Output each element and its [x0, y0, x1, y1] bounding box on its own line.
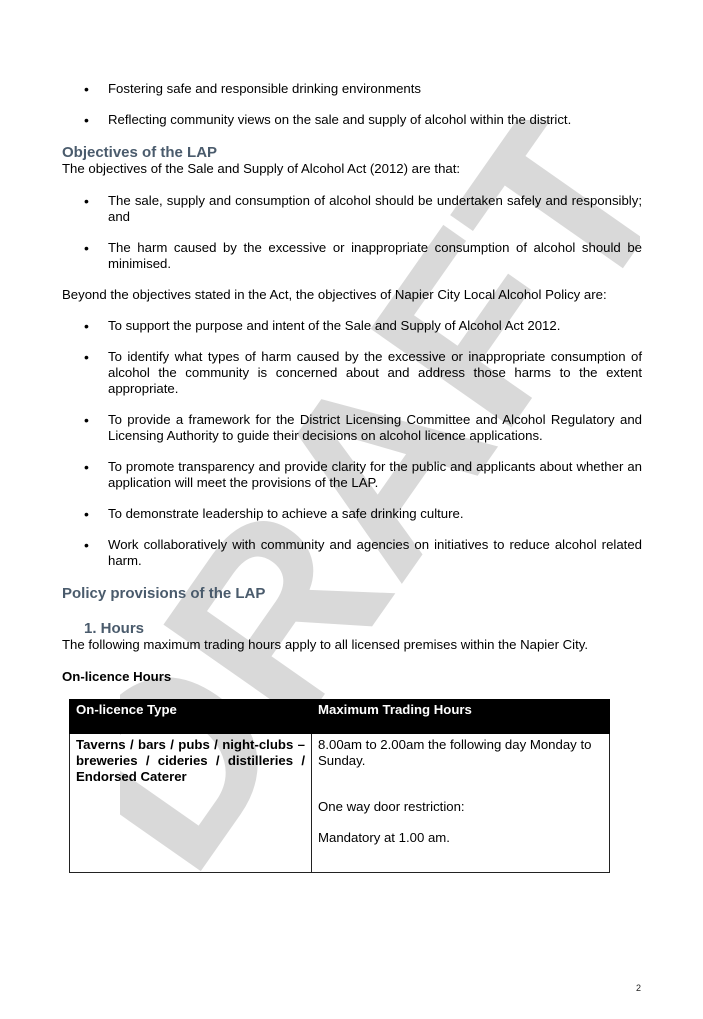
table-header-row: On-licence Type Maximum Trading Hours [69, 699, 610, 734]
list-item: Reflecting community views on the sale a… [62, 112, 642, 128]
table-row: Taverns / bars / pubs / night-clubs – br… [69, 733, 610, 873]
list-item: Work collaboratively with community and … [62, 537, 642, 569]
trading-hours-line: 8.00am to 2.00am the following day Monda… [318, 737, 592, 768]
on-licence-hours-table: On-licence Type Maximum Trading Hours Ta… [69, 699, 610, 873]
licence-type-cell: Taverns / bars / pubs / night-clubs – br… [69, 733, 312, 873]
intro-bullet-list: Fostering safe and responsible drinking … [62, 81, 642, 128]
beyond-objectives-text: Beyond the objectives stated in the Act,… [62, 287, 607, 302]
list-item: To promote transparency and provide clar… [62, 459, 642, 491]
trading-hours-cell: 8.00am to 2.00am the following day Monda… [311, 733, 610, 873]
act-objectives-list: The sale, supply and consumption of alco… [62, 193, 642, 272]
page-number: 2 [636, 983, 642, 993]
list-item: Fostering safe and responsible drinking … [62, 81, 642, 97]
hours-intro: The following maximum trading hours appl… [62, 637, 589, 652]
policy-objectives-list: To support the purpose and intent of the… [62, 318, 642, 569]
list-item: To support the purpose and intent of the… [62, 318, 642, 334]
list-item: The harm caused by the excessive or inap… [62, 240, 642, 272]
hours-heading: 1. Hours [84, 620, 145, 637]
policy-provisions-heading: Policy provisions of the LAP [62, 585, 266, 602]
list-item: To provide a framework for the District … [62, 412, 642, 444]
objectives-intro: The objectives of the Sale and Supply of… [62, 161, 461, 176]
list-item: To demonstrate leadership to achieve a s… [62, 506, 642, 522]
door-restriction-time: Mandatory at 1.00 am. [318, 830, 450, 845]
door-restriction-label: One way door restriction: [318, 799, 465, 814]
column-header-hours: Maximum Trading Hours [311, 699, 610, 734]
list-item: The sale, supply and consumption of alco… [62, 193, 642, 225]
list-item: To identify what types of harm caused by… [62, 349, 642, 397]
column-header-type: On-licence Type [69, 699, 312, 734]
on-licence-hours-heading: On-licence Hours [62, 669, 172, 684]
objectives-heading: Objectives of the LAP [62, 144, 218, 161]
